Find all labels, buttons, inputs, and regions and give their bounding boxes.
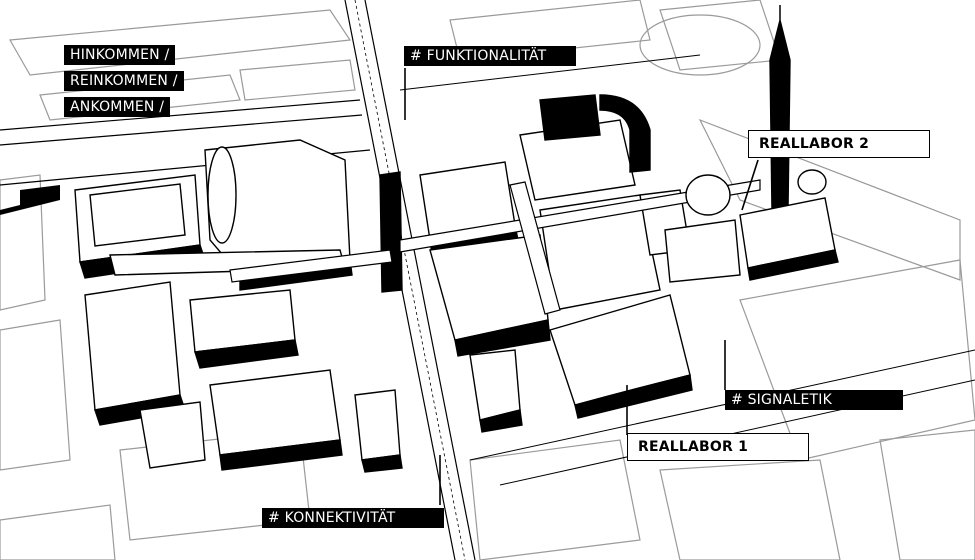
right-building-cluster [664,5,839,283]
walkway-left [0,185,60,215]
label-hinkommen: HINKOMMEN / [64,45,176,65]
leader-lines [404,68,759,505]
label-signaletik: # SIGNALETIK [725,390,903,410]
central-building-cluster [379,94,693,433]
label-funktionalitaet: # FUNKTIONALITÄT [404,46,576,66]
label-reallabor-2: REALLABOR 2 [748,130,930,158]
label-konnektivitaet: # KONNEKTIVITÄT [262,508,444,528]
skywalk-bridges [229,179,761,315]
left-building-cluster [74,139,403,473]
label-ankommen: ANKOMMEN / [64,97,171,117]
label-reallabor-1: REALLABOR 1 [627,433,809,461]
label-reinkommen: REINKOMMEN / [64,71,184,91]
